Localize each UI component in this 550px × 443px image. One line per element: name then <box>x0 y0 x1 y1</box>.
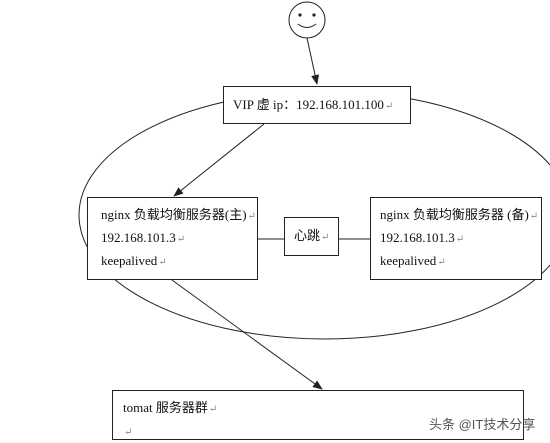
arrow-user-to-vip <box>306 37 319 85</box>
backup-keepalived: keepalived <box>380 253 437 268</box>
paragraph-mark-icon: ↵ <box>384 101 394 112</box>
vip-box: VIP 虚 ip：192.168.101.100↵ <box>223 86 411 124</box>
paragraph-mark-icon: ↵ <box>208 404 218 415</box>
smiley-face-icon <box>288 1 326 39</box>
nginx-backup-box: nginx 负载均衡服务器 (备)↵ 192.168.101.3↵ keepal… <box>370 197 542 280</box>
tomcat-label: tomat 服务器群 <box>123 400 208 415</box>
paragraph-mark-icon: ↵ <box>321 232 330 243</box>
paragraph-mark-icon: ↵ <box>247 211 256 222</box>
backup-ip: 192.168.101.3 <box>380 230 455 245</box>
arrow-master-to-tomcat <box>171 279 323 390</box>
vip-label: VIP 虚 ip：192.168.101.100 <box>233 97 384 112</box>
master-title: nginx 负载均衡服务器(主) <box>101 207 247 222</box>
master-ip: 192.168.101.3 <box>101 230 176 245</box>
paragraph-mark-icon: ↵ <box>529 211 539 222</box>
paragraph-mark-icon: ↵ <box>437 257 446 268</box>
watermark: 头条 @IT技术分享 <box>429 417 536 432</box>
master-keepalived: keepalived <box>101 253 158 268</box>
paragraph-mark-icon: ↵ <box>455 234 465 245</box>
heartbeat-label: 心跳 <box>294 228 321 243</box>
arrow-vip-to-master <box>173 123 265 197</box>
tomcat-cluster-box: tomat 服务器群↵ ↵ <box>112 390 524 440</box>
nginx-master-box: nginx 负载均衡服务器(主)↵ 192.168.101.3↵ keepali… <box>87 197 258 280</box>
heartbeat-box: 心跳↵ <box>284 217 339 256</box>
backup-title: nginx 负载均衡服务器 (备) <box>380 207 529 222</box>
paragraph-mark-icon: ↵ <box>124 427 133 438</box>
paragraph-mark-icon: ↵ <box>158 257 167 268</box>
paragraph-mark-icon: ↵ <box>176 234 186 245</box>
